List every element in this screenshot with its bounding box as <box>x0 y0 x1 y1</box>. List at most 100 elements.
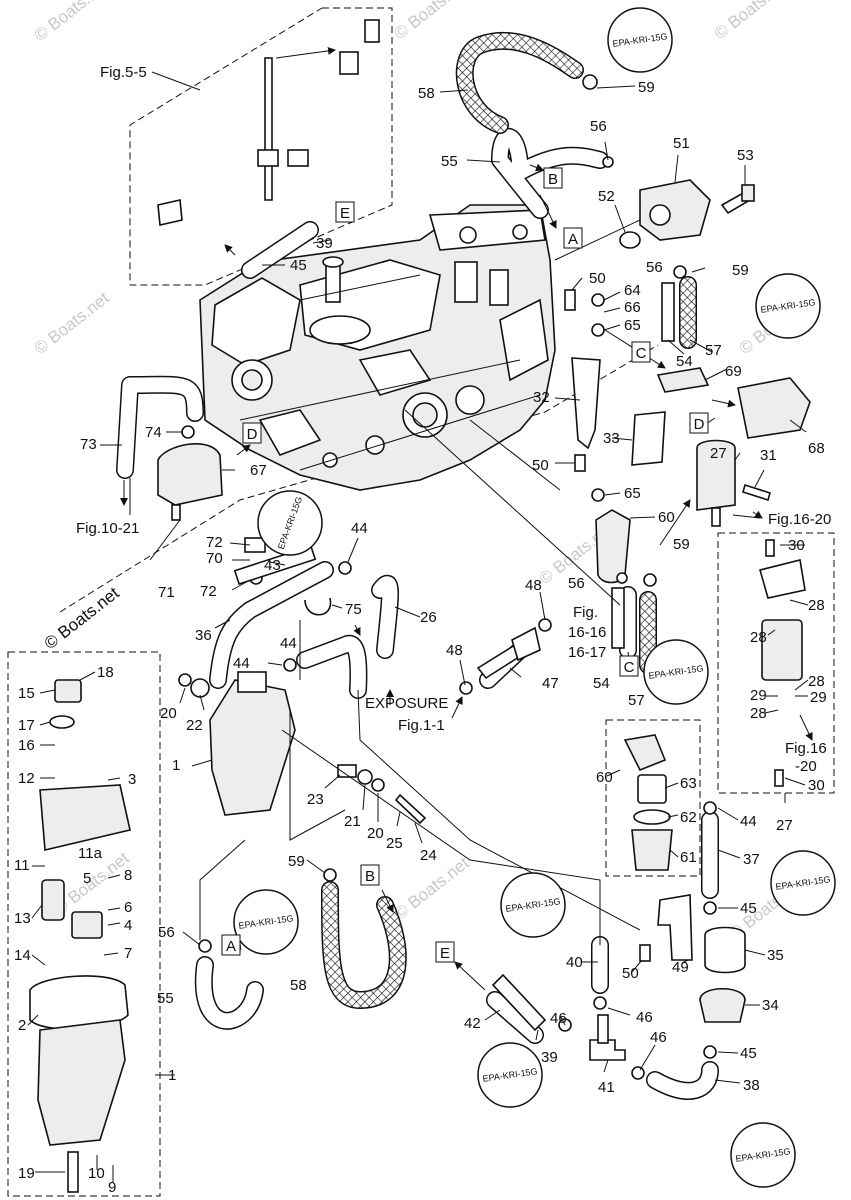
callout-34: 34 <box>762 997 779 1014</box>
callout-53: 53 <box>737 147 754 164</box>
fig-ref-16-17: 16-17 <box>568 644 606 661</box>
callout-50: 50 <box>589 270 606 287</box>
box-label-d: D <box>689 412 709 434</box>
mesh-hoses <box>321 31 697 1009</box>
callout-67: 67 <box>250 462 267 479</box>
fig-ref-10-21: Fig.10-21 <box>76 520 139 537</box>
callout-50: 50 <box>532 457 549 474</box>
callout-58: 58 <box>290 977 307 994</box>
callout-60: 60 <box>596 769 613 786</box>
svg-text:A: A <box>568 231 578 248</box>
box-label-e: E <box>335 201 355 223</box>
callout-5: 5 <box>83 870 91 887</box>
fig-ref-16-20b: Fig.16 <box>785 740 827 757</box>
callout-6: 6 <box>124 899 132 916</box>
callout-14: 14 <box>14 947 31 964</box>
callout-7: 7 <box>124 945 132 962</box>
callout-41: 41 <box>598 1079 615 1096</box>
callout-1: 1 <box>172 757 180 774</box>
watermark: © Boats.net <box>711 0 793 43</box>
callout-9: 9 <box>108 1179 116 1196</box>
callout-56: 56 <box>568 575 585 592</box>
callout-29: 29 <box>750 687 767 704</box>
callout-33: 33 <box>603 430 620 447</box>
box-label-c: C <box>619 655 639 677</box>
callout-27: 27 <box>710 445 727 462</box>
callout-54: 54 <box>593 675 610 692</box>
callout-44: 44 <box>233 655 250 672</box>
callout-19: 19 <box>18 1165 35 1182</box>
callout-32: 32 <box>533 389 550 406</box>
detail-frames <box>7 7 835 1197</box>
watermark-dark: © Boats.net <box>41 583 123 653</box>
svg-text:E: E <box>340 205 350 222</box>
svg-text:C: C <box>636 345 647 362</box>
leader-lines <box>27 46 813 1182</box>
callout-35: 35 <box>767 947 784 964</box>
callout-55: 55 <box>157 990 174 1007</box>
callout-28: 28 <box>750 705 767 722</box>
callout-57: 57 <box>628 692 645 709</box>
callout-numbers: 1 1 2 3 4 5 6 7 8 9 10 11 11a 12 13 14 1… <box>14 79 827 1196</box>
callout-51: 51 <box>673 135 690 152</box>
callout-57: 57 <box>705 342 722 359</box>
callout-46: 46 <box>650 1029 667 1046</box>
callout-31: 31 <box>760 447 777 464</box>
callout-61: 61 <box>680 849 697 866</box>
fig-ref-16-16: Fig. <box>573 604 598 621</box>
callout-8: 8 <box>124 867 132 884</box>
callout-52: 52 <box>598 188 615 205</box>
callout-48: 48 <box>525 577 542 594</box>
callout-50: 50 <box>622 965 639 982</box>
hoses <box>116 128 719 1100</box>
callout-45: 45 <box>740 900 757 917</box>
callout-12: 12 <box>18 770 35 787</box>
callout-55: 55 <box>441 153 458 170</box>
callout-72: 72 <box>206 534 223 551</box>
callout-11: 11 <box>14 857 30 874</box>
svg-text:B: B <box>548 171 558 188</box>
components <box>29 19 811 1193</box>
callout-37: 37 <box>743 851 760 868</box>
box-label-b: B <box>360 864 380 886</box>
watermark: © Boats.net <box>391 0 473 43</box>
callout-20: 20 <box>367 825 384 842</box>
fig-ref-5-5: Fig.5-5 <box>100 64 147 81</box>
callout-28: 28 <box>808 673 825 690</box>
callout-69: 69 <box>725 363 742 380</box>
connection-labels: A A B B C C D D E E <box>221 167 709 963</box>
callout-45: 45 <box>290 257 307 274</box>
callout-60: 60 <box>658 509 675 526</box>
callout-46: 46 <box>550 1010 567 1027</box>
callout-22: 22 <box>186 717 203 734</box>
callout-47: 47 <box>542 675 559 692</box>
callout-11a: 11a <box>78 845 103 862</box>
callout-39: 39 <box>316 235 333 252</box>
callout-49: 49 <box>672 959 689 976</box>
callout-59: 59 <box>732 262 749 279</box>
callout-40: 40 <box>566 954 583 971</box>
callout-18: 18 <box>97 664 114 681</box>
callout-48: 48 <box>446 642 463 659</box>
callout-28: 28 <box>808 597 825 614</box>
callout-44: 44 <box>740 813 757 830</box>
callout-39: 39 <box>541 1049 558 1066</box>
figure-references: Fig.5-5 Fig.10-21 Fig.16-20 Fig. 16-16 1… <box>76 64 831 775</box>
callout-26: 26 <box>420 609 437 626</box>
callout-71: 71 <box>158 584 175 601</box>
callout-30: 30 <box>808 777 825 794</box>
callout-64: 64 <box>624 282 641 299</box>
callout-63: 63 <box>680 775 697 792</box>
callout-25: 25 <box>386 835 403 852</box>
callout-20: 20 <box>160 705 177 722</box>
svg-text:C: C <box>624 659 635 676</box>
box-label-a: A <box>221 934 241 956</box>
fig-ref-16-20c: -20 <box>795 758 817 775</box>
callout-70: 70 <box>206 550 223 567</box>
callout-59: 59 <box>673 536 690 553</box>
callout-74: 74 <box>145 424 162 441</box>
fig-ref-1-1: Fig.1-1 <box>398 717 445 734</box>
callout-15: 15 <box>18 685 35 702</box>
callout-43: 43 <box>264 557 281 574</box>
